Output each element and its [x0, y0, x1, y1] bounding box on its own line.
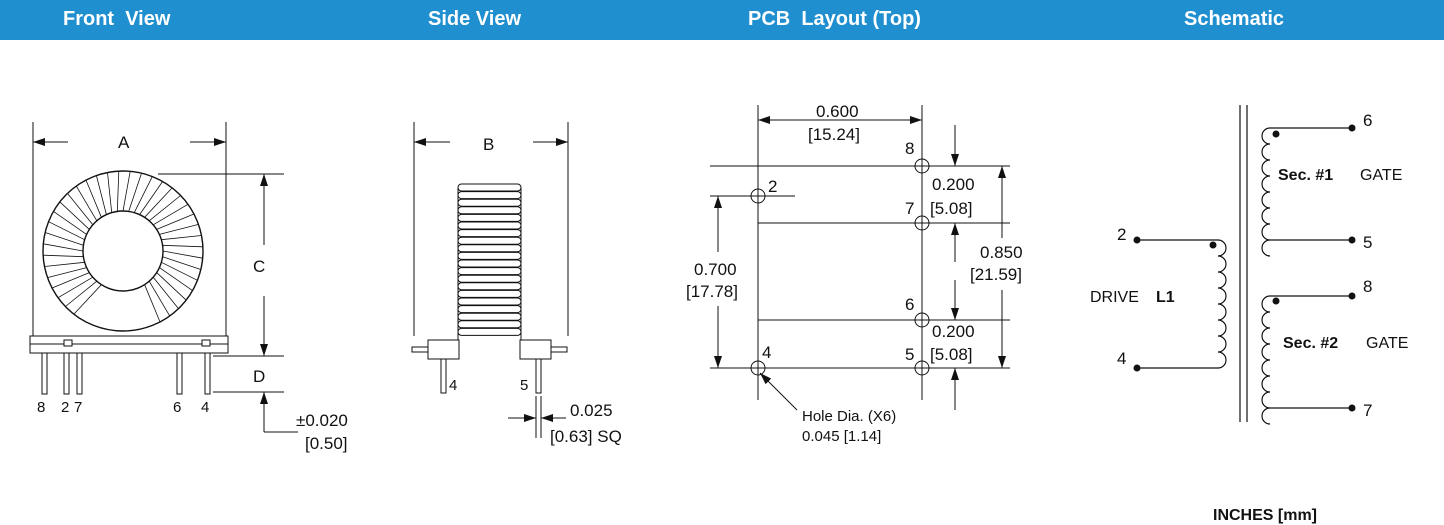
pcb-hole	[912, 358, 932, 378]
primary-winding	[1217, 239, 1227, 369]
side-pin-label: 5	[520, 377, 528, 394]
schematic	[1137, 105, 1352, 425]
pcb-left-span-mm: [17.78]	[686, 282, 738, 301]
pcb-hole	[912, 156, 932, 176]
secondary-1-winding	[1261, 127, 1271, 257]
sec2-gate: GATE	[1366, 335, 1408, 352]
terminal-dot	[1348, 404, 1356, 412]
pcb-span-mm: [21.59]	[970, 265, 1022, 284]
polarity-dot	[1272, 297, 1280, 305]
front-pin-label: 6	[173, 399, 181, 416]
pcb-hole-size: 0.045 [1.14]	[802, 428, 881, 445]
lead-size: 0.025	[570, 401, 613, 420]
schematic-pin-label: 7	[1363, 401, 1372, 420]
front-pin-label: 7	[74, 399, 82, 416]
side-lead	[535, 358, 542, 394]
schematic-pin-label: 8	[1363, 277, 1372, 296]
front-pins	[41, 352, 211, 395]
pcb-width: 0.600	[816, 102, 859, 121]
terminal-dot	[1133, 364, 1141, 372]
pcb-left-span: 0.700	[694, 260, 737, 279]
header-bar	[0, 0, 1444, 40]
dim-b-label: B	[483, 135, 494, 154]
sec2-label: Sec. #2	[1283, 335, 1338, 352]
dim-a-label: A	[118, 133, 130, 152]
pcb-pitch-bottom-mm: [5.08]	[930, 345, 973, 364]
lead-size-mm: [0.63] SQ	[550, 427, 622, 446]
pcb-hole-label: 2	[768, 177, 777, 196]
tolerance-mm: [0.50]	[305, 434, 348, 453]
schematic-pin-label: 6	[1363, 111, 1372, 130]
sec1-label: Sec. #1	[1278, 167, 1333, 184]
pcb-pitch-bottom: 0.200	[932, 322, 975, 341]
secondary-2-winding	[1261, 295, 1271, 425]
tolerance-value: ±0.020	[296, 411, 348, 430]
drive-label: DRIVE	[1090, 289, 1139, 306]
side-base-left	[427, 339, 460, 360]
pcb-hole-label: 8	[905, 139, 914, 158]
header-front-view: Front View	[63, 8, 171, 30]
units-note: INCHES [mm]	[1213, 507, 1317, 524]
terminal-dot	[1133, 236, 1141, 244]
terminal-dot	[1348, 292, 1356, 300]
sec1-gate: GATE	[1360, 167, 1402, 184]
schematic-pin-label: 5	[1363, 233, 1372, 252]
pcb-hole	[748, 186, 768, 206]
toroid-core	[42, 170, 204, 332]
side-view	[411, 122, 569, 438]
pcb-hole-note: Hole Dia. (X6)	[802, 408, 896, 425]
header-side-view: Side View	[428, 8, 522, 30]
front-view	[29, 122, 298, 433]
front-pin-label: 2	[61, 399, 69, 416]
pcb-pitch-top: 0.200	[932, 175, 975, 194]
pcb-pitch-top-mm: [5.08]	[930, 199, 973, 218]
polarity-dot	[1272, 130, 1280, 138]
schematic-pin-label: 2	[1117, 225, 1126, 244]
terminal-dot	[1348, 124, 1356, 132]
front-base	[29, 335, 229, 354]
pcb-hole-label: 6	[905, 295, 914, 314]
pcb-span: 0.850	[980, 243, 1023, 262]
side-coil-stack	[457, 183, 522, 336]
pcb-hole-label: 7	[905, 199, 914, 218]
front-pin-label: 4	[201, 399, 209, 416]
pcb-hole	[912, 213, 932, 233]
pcb-holes	[748, 156, 932, 378]
terminal-dot	[1348, 236, 1356, 244]
pcb-width-mm: [15.24]	[808, 125, 860, 144]
dim-c-label: C	[253, 257, 265, 276]
pcb-hole-label: 5	[905, 345, 914, 364]
schematic-pin-label: 4	[1117, 349, 1126, 368]
schematic-dots	[1133, 124, 1356, 412]
pcb-layout	[710, 105, 1010, 411]
pcb-hole	[748, 358, 768, 378]
dim-d-label: D	[253, 367, 265, 386]
l1-label: L1	[1156, 289, 1175, 306]
pcb-hole	[912, 310, 932, 330]
pcb-hole-label: 4	[762, 343, 771, 362]
side-base-right	[519, 339, 552, 360]
polarity-dot	[1209, 241, 1217, 249]
side-pin-label: 4	[449, 377, 457, 394]
side-lead	[440, 358, 447, 394]
front-pin-label: 8	[37, 399, 45, 416]
header-schematic: Schematic	[1184, 8, 1285, 30]
header-pcb-layout: PCB Layout (Top)	[748, 8, 921, 30]
